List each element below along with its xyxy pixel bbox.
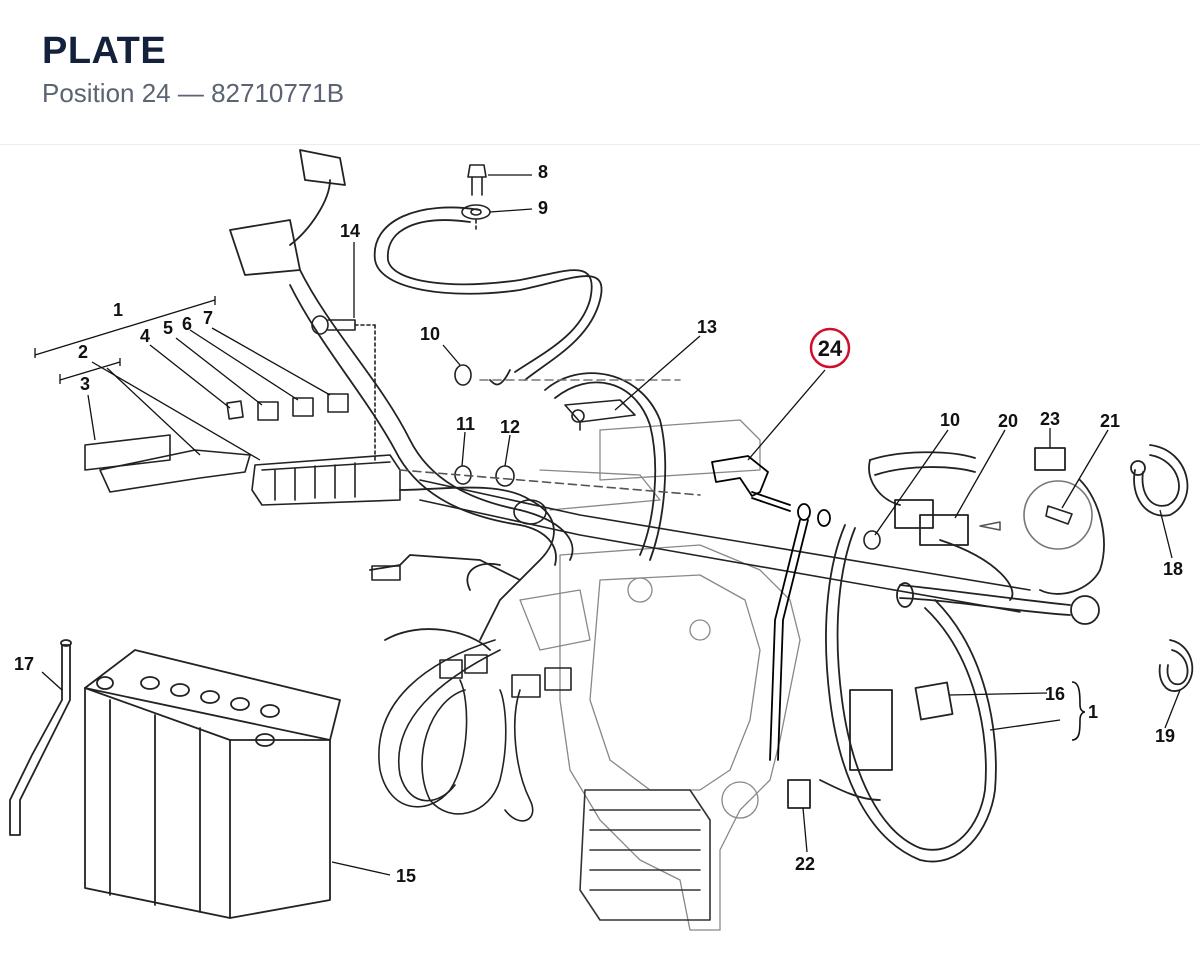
callout-5: 5 — [163, 318, 173, 338]
parts-diagram: 1 2 3 4 5 6 7 8 9 10 11 12 13 14 15 16 1… — [0, 145, 1200, 962]
callout-9: 9 — [538, 198, 548, 218]
callout-24-highlight[interactable]: 24 — [809, 327, 851, 369]
header: PLATE Position 24 — 82710771B — [0, 0, 1200, 145]
battery — [84, 649, 341, 919]
callout-3: 3 — [80, 374, 90, 394]
exploded-view-drawing: 1 2 3 4 5 6 7 8 9 10 11 12 13 14 15 16 1… — [9, 149, 1194, 931]
callout-10-right: 10 — [940, 410, 960, 430]
brace-16-1 — [1071, 681, 1086, 741]
inset-circle — [979, 480, 1093, 550]
callout-20: 20 — [998, 411, 1018, 431]
regulator-block — [579, 789, 711, 921]
page-subtitle: Position 24 — 82710771B — [42, 78, 345, 108]
highlight-ring — [809, 327, 851, 369]
callout-19: 19 — [1155, 726, 1175, 746]
main-harness — [229, 149, 574, 651]
bracket-13 — [564, 399, 636, 431]
callout-labels: 1 2 3 4 5 6 7 8 9 10 11 12 13 14 15 16 1… — [14, 162, 1183, 886]
fuse-box — [84, 393, 401, 506]
clamp-19 — [1158, 639, 1194, 692]
screw-14 — [311, 315, 376, 461]
callout-1: 1 — [113, 300, 123, 320]
callout-17: 17 — [14, 654, 34, 674]
breather-tube — [9, 639, 72, 836]
callout-22: 22 — [795, 854, 815, 874]
plate-24 — [711, 455, 831, 761]
right-harness — [787, 447, 1105, 863]
callout-8: 8 — [538, 162, 548, 182]
callout-10-left: 10 — [420, 324, 440, 344]
nuts — [399, 364, 881, 550]
callout-18: 18 — [1163, 559, 1183, 579]
callout-23: 23 — [1040, 409, 1060, 429]
callout-4: 4 — [140, 326, 150, 346]
callout-16: 16 — [1045, 684, 1065, 704]
callout-12: 12 — [500, 417, 520, 437]
callout-7: 7 — [203, 308, 213, 328]
leader-lines — [34, 174, 1181, 876]
frame-crossbar — [419, 479, 1031, 613]
callout-11: 11 — [456, 414, 475, 434]
clamp-18 — [1130, 444, 1189, 517]
harness-loops — [371, 565, 572, 822]
ground-cable — [373, 206, 667, 561]
callout-13: 13 — [697, 317, 717, 337]
frame-plate — [519, 419, 801, 931]
callout-6: 6 — [182, 314, 192, 334]
callout-1-right: 1 — [1088, 702, 1098, 722]
page-title: PLATE — [42, 30, 167, 72]
callout-24: 24 — [818, 336, 843, 361]
callout-2: 2 — [78, 342, 88, 362]
callout-14: 14 — [340, 221, 360, 241]
callout-15: 15 — [396, 866, 416, 886]
callout-21: 21 — [1100, 411, 1120, 431]
